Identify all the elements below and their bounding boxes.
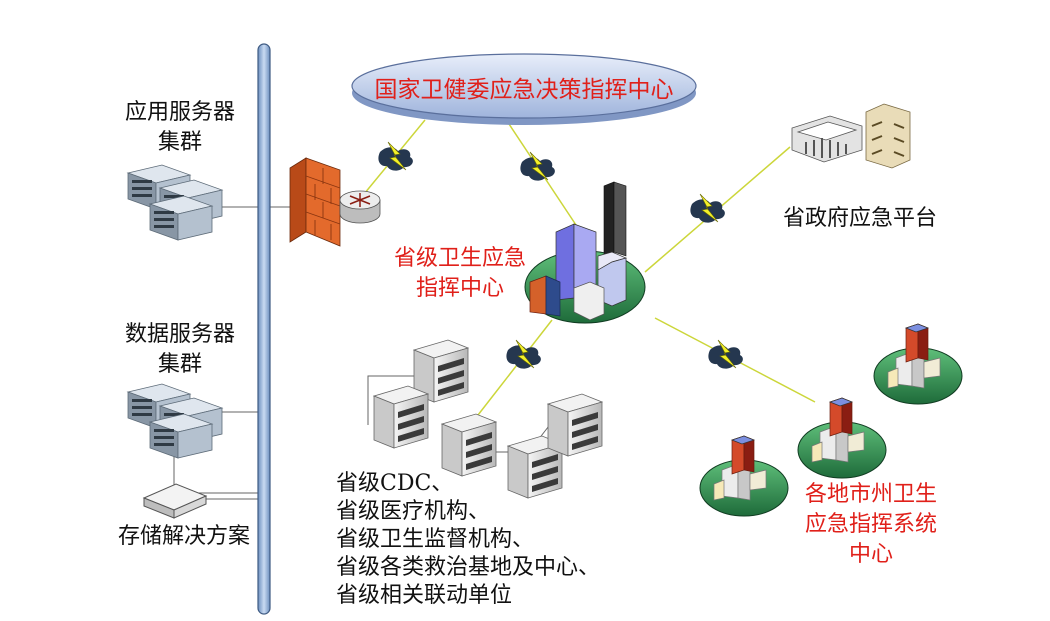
government-building-icon — [791, 103, 911, 169]
provincial-units-line: 省级卫生监督机构、 — [336, 527, 535, 552]
app-servers-label: 应用服务器 集群 — [110, 98, 250, 158]
firewall-icon — [289, 157, 341, 247]
lightning-link-icon — [506, 339, 542, 369]
provincial-gov-label: 省政府应急平台 — [782, 206, 937, 231]
national-center-ellipse — [351, 53, 697, 119]
network-bus — [257, 43, 271, 615]
building-icon — [373, 385, 429, 449]
units-tree-link-1 — [367, 375, 418, 425]
city-island-icon — [797, 397, 887, 479]
data-server-cluster-icon — [127, 383, 223, 459]
local-centers-label-line1: 各地市州卫生 — [804, 482, 937, 507]
server-rack-icon — [149, 413, 213, 459]
building-icon — [547, 393, 603, 457]
provincial-center-city-icon — [524, 181, 646, 324]
city-island-icon — [699, 435, 789, 517]
app-servers-label-line1: 应用服务器 — [124, 100, 235, 125]
app-servers-label-line2: 集群 — [157, 130, 202, 155]
provincial-center-label: 省级卫生应急 指挥中心 — [380, 244, 540, 304]
local-centers-label-line3: 中心 — [848, 542, 893, 567]
lightning-link-icon — [708, 339, 744, 369]
provincial-center-label-line1: 省级卫生应急 — [393, 246, 526, 271]
provincial-units-label: 省级CDC、 省级医疗机构、 省级卫生监督机构、 省级各类救治基地及中心、 省级… — [336, 470, 600, 610]
data-servers-label: 数据服务器 集群 — [110, 320, 250, 380]
local-centers-label: 各地市州卫生 应急指挥系统 中心 — [786, 480, 956, 570]
provincial-units-line: 省级相关联动单位 — [336, 583, 513, 608]
server-rack-icon — [149, 195, 213, 241]
storage-label: 存储解决方案 — [117, 524, 250, 549]
provincial-units-line: 省级CDC、 — [336, 471, 454, 496]
building-icon — [441, 413, 497, 477]
lightning-link-icon — [520, 151, 556, 181]
provincial-units-link — [477, 319, 553, 416]
data-servers-label-line2: 集群 — [157, 352, 202, 377]
router-icon — [339, 190, 381, 224]
national-center-title: 国家卫健委应急决策指挥中心 — [374, 77, 674, 103]
lightning-link-icon — [378, 141, 414, 171]
lightning-link-icon — [690, 193, 726, 223]
city-island-icon — [873, 323, 963, 405]
storage-device-icon — [142, 483, 208, 519]
provincial-units-line: 省级各类救治基地及中心、 — [336, 555, 601, 580]
local-centers-label-line2: 应急指挥系统 — [804, 512, 937, 537]
data-servers-label-line1: 数据服务器 — [124, 322, 235, 347]
provincial-units-line: 省级医疗机构、 — [336, 499, 491, 524]
provincial-center-label-line2: 指挥中心 — [415, 276, 504, 301]
national-center — [351, 53, 697, 125]
app-server-cluster-icon — [127, 164, 223, 241]
